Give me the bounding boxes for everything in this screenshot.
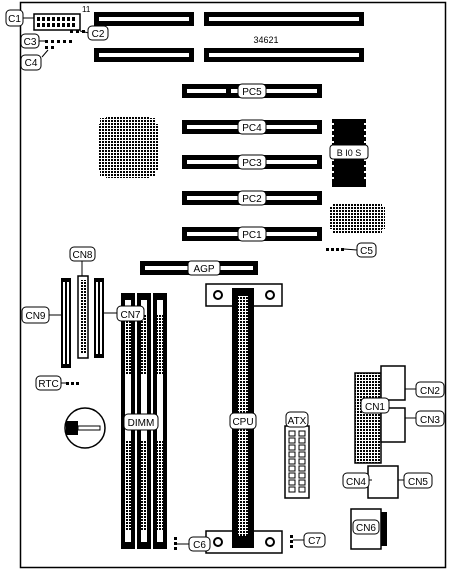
cn5-label: CN5 [408,477,428,488]
cn3-label: CN3 [420,415,440,426]
callouts [5,9,445,552]
c2-label: C2 [92,29,105,40]
agp-label: AGP [193,264,214,275]
cn9-label: CN9 [25,311,45,322]
c5-label: C5 [360,246,373,257]
bios-chip: B I0 S [329,119,369,187]
cn1-label: CN1 [365,402,385,413]
pc5-label: PC5 [242,87,262,98]
cn6-label: CN6 [356,523,376,534]
c1-header [33,13,81,31]
chipset-chip [98,116,158,178]
ide-headers [61,275,104,368]
pc4-label: PC4 [242,123,262,134]
c6-c7-pins [174,535,293,550]
atx-label: ATX [288,416,307,427]
pc3-label: PC3 [242,158,262,169]
board-number: 34621 [253,35,278,45]
c6-label: C6 [193,540,206,551]
cn4-label: CN4 [346,477,366,488]
rtc-pins [66,382,79,385]
bios-label: B I0 S [337,148,362,158]
cpu-label: CPU [232,417,253,428]
atx-connector [284,425,310,499]
c3-label: C3 [24,37,37,48]
cn2-label: CN2 [420,386,440,397]
c1-pin-number: 11 [82,5,91,14]
battery [64,407,106,449]
dimm-label: DIMM [128,418,155,429]
c5-pins [326,248,344,251]
rtc-label: RTC [38,379,58,390]
cn7-label: CN7 [120,310,140,321]
isa-slots [94,12,364,62]
io-chip [329,203,385,233]
c7-label: C7 [308,536,321,547]
c4-label: C4 [25,58,38,69]
cn8-label: CN8 [72,250,92,261]
pc2-label: PC2 [242,194,262,205]
pc1-label: PC1 [242,230,262,241]
c1-label: C1 [8,14,21,25]
